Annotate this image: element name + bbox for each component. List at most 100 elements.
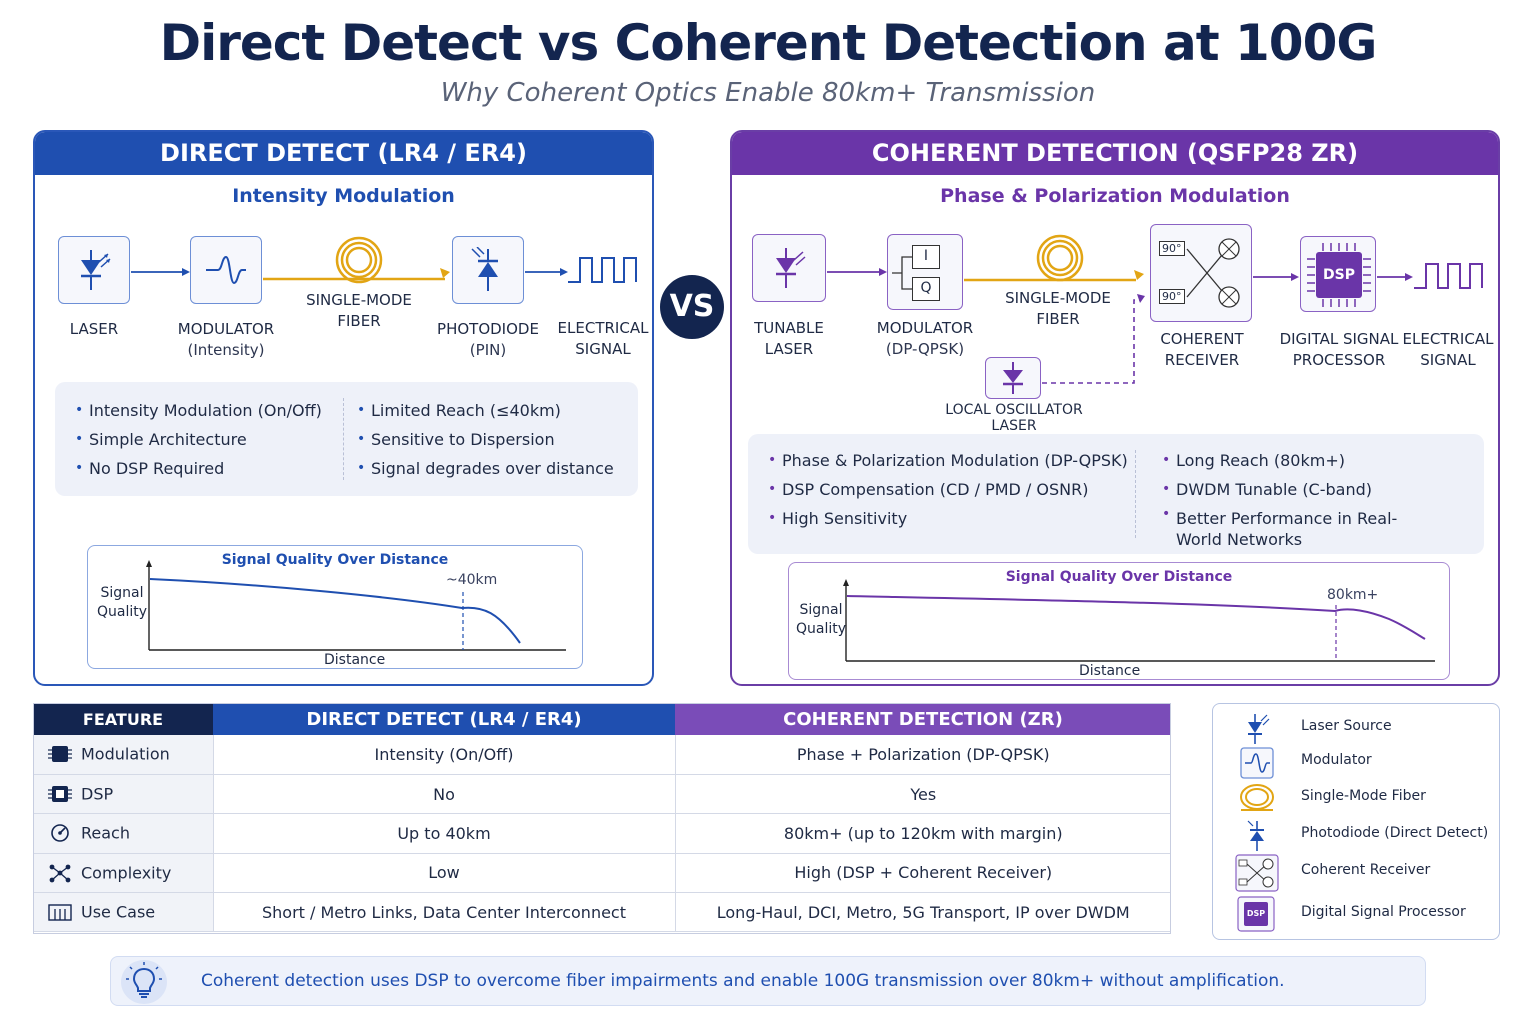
lightbulb-icon bbox=[121, 960, 167, 1004]
page-title: Direct Detect vs Coherent Detection at 1… bbox=[159, 14, 1378, 72]
table-row: Modulation Intensity (On/Off) Phase + Po… bbox=[33, 735, 1171, 775]
feature-cell: Use Case bbox=[33, 892, 214, 933]
coherent-cell: Phase + Polarization (DP-QPSK) bbox=[675, 735, 1171, 775]
dsp-icon: DSP bbox=[1237, 896, 1275, 932]
direct-cell: Low bbox=[213, 853, 676, 894]
feature-item: Intensity Modulation (On/Off) bbox=[75, 396, 322, 425]
legend-item: Coherent Receiver bbox=[1213, 854, 1499, 892]
vs-badge: VS bbox=[660, 275, 724, 339]
signal-path-arrows bbox=[827, 268, 1413, 384]
chart-x-label: Distance bbox=[324, 652, 386, 668]
local-oscillator-icon bbox=[985, 357, 1041, 399]
legend-label: Photodiode (Direct Detect) bbox=[1301, 825, 1489, 841]
fiber-icon bbox=[1240, 784, 1274, 811]
coherent-header: COHERENT DETECTION (QSFP28 ZR) bbox=[732, 132, 1498, 175]
laser-icon bbox=[1248, 714, 1270, 744]
feature-cell: Complexity bbox=[33, 853, 214, 894]
coherent-receiver-icon: 90° 90° bbox=[1150, 224, 1252, 322]
feature-item: Long Reach (80km+) bbox=[1162, 446, 1422, 475]
table-row: Complexity Low High (DSP + Coherent Rece… bbox=[33, 853, 1171, 894]
legend-item: Single-Mode Fiber bbox=[1213, 780, 1499, 816]
table-header-row: FEATURE DIRECT DETECT (LR4 / ER4) COHERE… bbox=[33, 703, 1171, 735]
dsp-chip-text: DSP bbox=[1246, 909, 1266, 918]
reach-icon bbox=[51, 824, 69, 843]
feature-cell: Reach bbox=[33, 813, 214, 854]
i-arm: I bbox=[912, 245, 940, 269]
dsp-chip-text: DSP bbox=[1323, 267, 1355, 283]
quality-curve bbox=[843, 579, 1435, 662]
feature-item: High Sensitivity bbox=[768, 504, 1128, 533]
photodiode-label: PHOTODIODE(PIN) bbox=[437, 320, 539, 359]
photodiode-icon bbox=[1247, 820, 1264, 851]
feature-cell: DSP bbox=[33, 774, 214, 815]
fiber-coil-icon bbox=[333, 236, 385, 288]
dsp-chip-icon: DSP bbox=[1300, 236, 1376, 312]
icon-legend: Laser Source Modulator Single-Mode Fiber… bbox=[1212, 703, 1500, 940]
coherent-receiver-icon bbox=[1235, 854, 1279, 892]
network-icon bbox=[49, 864, 71, 883]
legend-label: Laser Source bbox=[1301, 718, 1392, 734]
chart-title: Signal Quality Over Distance bbox=[1005, 569, 1233, 585]
direct-detect-header: DIRECT DETECT (LR4 / ER4) bbox=[35, 132, 652, 175]
direct-cell: No bbox=[213, 774, 676, 815]
hybrid-label: 90° bbox=[1159, 241, 1185, 256]
dpqpsk-modulator-label: MODULATOR(DP-QPSK) bbox=[876, 319, 974, 358]
quality-curve bbox=[146, 560, 566, 651]
feature-item: Simple Architecture bbox=[75, 425, 322, 454]
laser-icon bbox=[58, 236, 130, 304]
tunable-laser-icon bbox=[752, 234, 826, 302]
coherent-cell: Yes bbox=[675, 774, 1171, 815]
feature-item: DSP Compensation (CD / PMD / OSNR) bbox=[768, 475, 1128, 504]
q-arm: Q bbox=[912, 277, 940, 301]
feature-item: DWDM Tunable (C-band) bbox=[1162, 475, 1422, 504]
feature-item: Phase & Polarization Modulation (DP-QPSK… bbox=[768, 446, 1128, 475]
chip-icon bbox=[48, 746, 72, 763]
iq-modulator-icon: I Q bbox=[887, 234, 963, 310]
feature-item: Limited Reach (≤40km) bbox=[357, 396, 614, 425]
building-icon bbox=[48, 904, 72, 921]
table-row: Use Case Short / Metro Links, Data Cente… bbox=[33, 892, 1171, 933]
feature-item: No DSP Required bbox=[75, 454, 322, 483]
header-coherent: COHERENT DETECTION (ZR) bbox=[675, 703, 1171, 735]
legend-label: Single-Mode Fiber bbox=[1301, 788, 1426, 804]
bullet-divider bbox=[1135, 450, 1136, 538]
legend-label: Digital Signal Processor bbox=[1301, 904, 1466, 920]
signal-path-arrows bbox=[131, 268, 568, 281]
square-wave-icon bbox=[1412, 260, 1486, 294]
modulator-icon bbox=[1240, 747, 1274, 779]
hybrid-label: 90° bbox=[1159, 289, 1185, 304]
reach-marker-label: ~40km bbox=[446, 572, 498, 588]
direct-detect-subheader: Intensity Modulation bbox=[232, 185, 455, 207]
chart-title: Signal Quality Over Distance bbox=[221, 552, 449, 568]
summary-note: Coherent detection uses DSP to overcome … bbox=[110, 956, 1426, 1006]
coherent-cell: 80km+ (up to 120km with margin) bbox=[675, 813, 1171, 854]
coherent-cell: High (DSP + Coherent Receiver) bbox=[675, 853, 1171, 894]
coherent-subheader: Phase & Polarization Modulation bbox=[940, 185, 1290, 207]
direct-detect-panel: DIRECT DETECT (LR4 / ER4) Intensity Modu… bbox=[33, 130, 654, 686]
feature-item: Signal degrades over distance bbox=[357, 454, 614, 483]
legend-item: Modulator bbox=[1213, 744, 1499, 780]
comparison-table: FEATURE DIRECT DETECT (LR4 / ER4) COHERE… bbox=[33, 703, 1171, 933]
laser-label: LASER bbox=[69, 320, 119, 338]
table-row: DSP No Yes bbox=[33, 774, 1171, 815]
chart-x-label: Distance bbox=[1079, 663, 1141, 679]
coherent-panel: COHERENT DETECTION (QSFP28 ZR) Phase & P… bbox=[730, 130, 1500, 686]
table-row: Reach Up to 40km 80km+ (up to 120km with… bbox=[33, 813, 1171, 854]
legend-item: Laser Source bbox=[1213, 710, 1499, 746]
legend-label: Coherent Receiver bbox=[1301, 862, 1431, 878]
modulator-label: MODULATOR(Intensity) bbox=[177, 320, 275, 359]
photodiode-icon bbox=[452, 236, 524, 304]
page-subtitle: Why Coherent Optics Enable 80km+ Transmi… bbox=[440, 78, 1096, 108]
direct-cell: Up to 40km bbox=[213, 813, 676, 854]
feature-item: Sensitive to Dispersion bbox=[357, 425, 614, 454]
legend-item: Photodiode (Direct Detect) bbox=[1213, 817, 1499, 853]
